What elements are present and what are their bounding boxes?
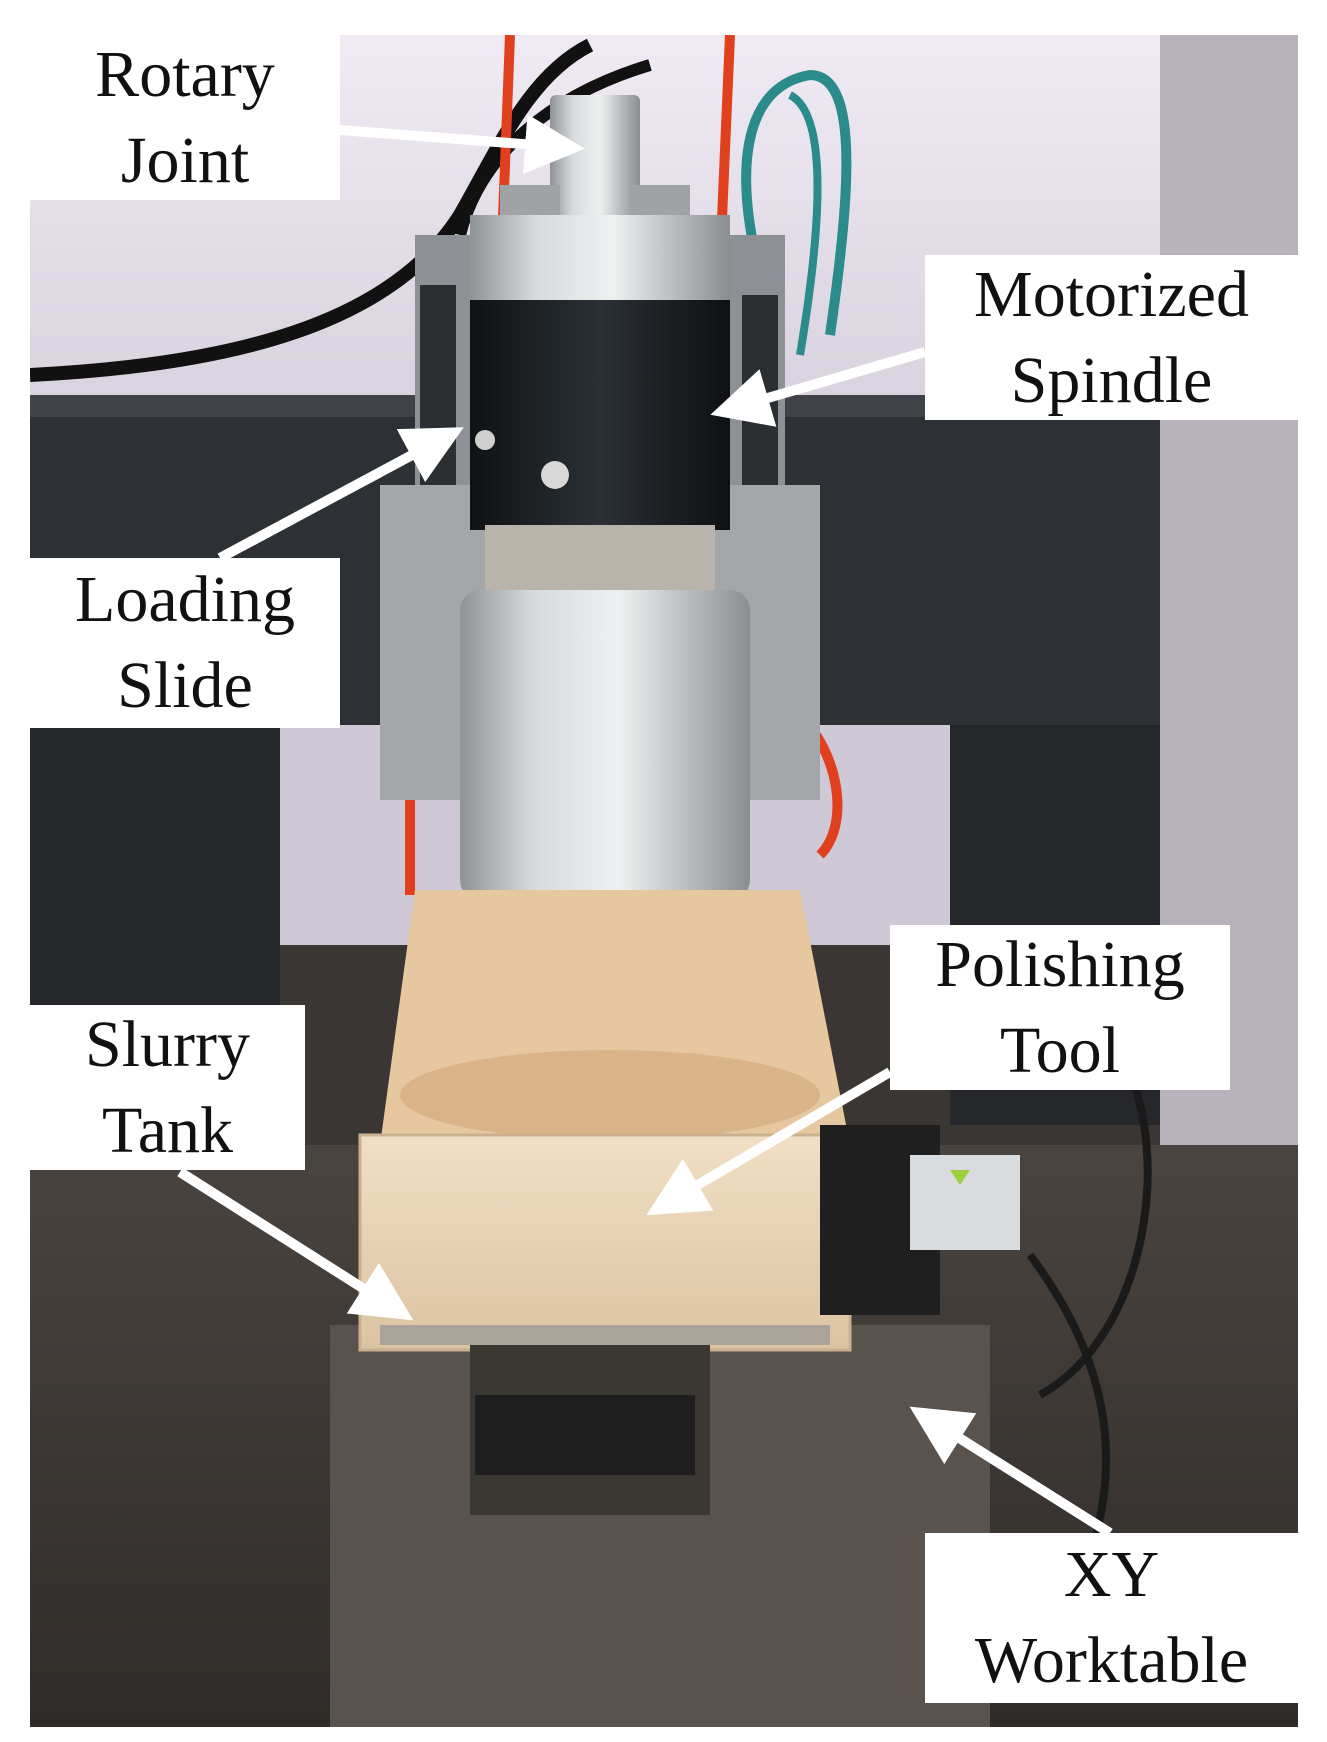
label-xy-worktable-line1: XY: [1063, 1538, 1160, 1611]
label-slurry-tank-line2: Tank: [101, 1093, 233, 1167]
label-loading-slide: Loading Slide: [30, 558, 340, 728]
label-polishing-tool-line1: Polishing: [935, 927, 1185, 1001]
label-slurry-tank: Slurry Tank: [30, 1005, 305, 1170]
label-rotary-joint: Rotary Joint: [30, 35, 340, 200]
label-motorized-spindle-line1: Motorized: [974, 257, 1249, 331]
label-rotary-joint-line2: Joint: [120, 123, 250, 197]
spindle-cap: [470, 215, 730, 305]
spindle-band: [470, 300, 730, 530]
label-loading-slide-line1: Loading: [75, 563, 295, 636]
label-rotary-joint-line1: Rotary: [95, 37, 275, 111]
label-xy-worktable: XY Worktable: [925, 1533, 1298, 1703]
label-motorized-spindle: Motorized Spindle: [925, 255, 1298, 420]
label-xy-worktable-line2: Worktable: [974, 1624, 1249, 1697]
cable-teal: [741, 69, 852, 336]
label-loading-slide-line2: Slide: [117, 649, 253, 722]
label-slurry-tank-line1: Slurry: [85, 1007, 250, 1081]
label-polishing-tool: Polishing Tool: [890, 925, 1230, 1090]
slurry-tank-front: [358, 1133, 852, 1352]
spindle-housing: [460, 590, 750, 900]
label-polishing-tool-line2: Tool: [999, 1013, 1121, 1087]
label-motorized-spindle-line2: Spindle: [1010, 343, 1213, 417]
